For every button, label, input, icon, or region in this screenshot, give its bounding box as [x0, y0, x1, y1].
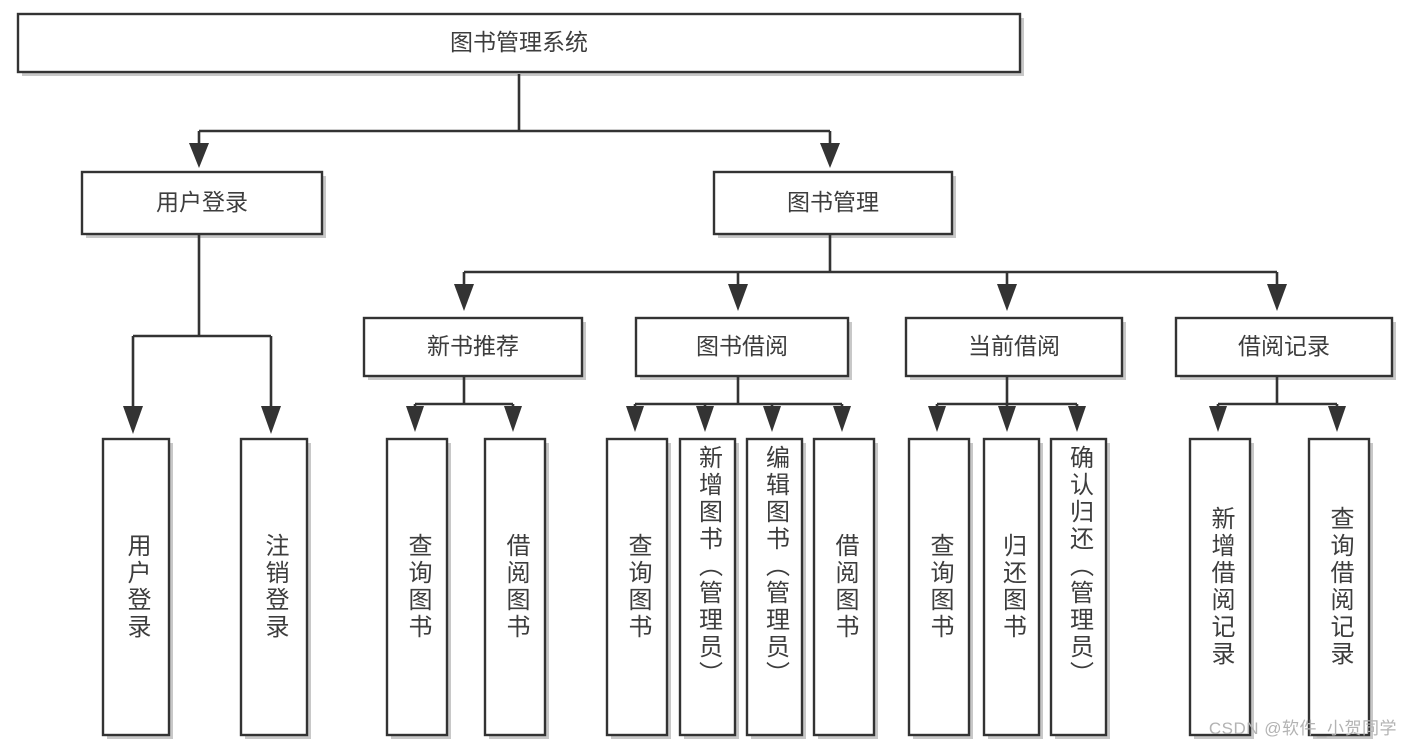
node-new-book-label: 新书推荐 [427, 333, 519, 359]
leaf-box-bb-query[interactable] [605, 437, 669, 737]
arrowhead-bookborrow-leaf-2 [696, 406, 714, 432]
arrowhead-to-user-login [189, 143, 209, 168]
node-book-borrow-box[interactable] [634, 316, 850, 378]
csdn-watermark: CSDN @软件_小贺同学 [1208, 719, 1397, 738]
arrowhead-to-book-mgmt [820, 143, 840, 168]
arrowhead-to-new-book [454, 284, 474, 311]
leaf-box-user-login[interactable] [101, 437, 171, 737]
node-book-mgmt-box[interactable] [712, 170, 954, 236]
leaf-box-nb-query[interactable] [385, 437, 449, 737]
leaf-box-nb-borrow[interactable] [483, 437, 547, 737]
arrowhead-to-leaf-user-login [123, 406, 143, 434]
node-layer [16, 12, 1394, 737]
node-book-mgmt-label: 图书管理 [787, 189, 879, 215]
node-new-book-box[interactable] [362, 316, 584, 378]
leaf-box-bb-borrow[interactable] [812, 437, 876, 737]
leaf-box-cb-query[interactable] [907, 437, 971, 737]
leaf-box-cb-confirm[interactable] [1049, 437, 1108, 737]
arrowhead-layer [123, 143, 1346, 434]
arrowhead-borrowrecord-leaf-2 [1328, 406, 1346, 432]
arrowhead-borrowrecord-leaf-1 [1209, 406, 1227, 432]
leaf-box-bb-edit[interactable] [745, 437, 804, 737]
arrowhead-to-borrow-record [1267, 284, 1287, 311]
arrowhead-to-current-borrow [997, 284, 1017, 311]
arrowhead-bookborrow-leaf-1 [626, 406, 644, 432]
arrowhead-newbook-leaf-1 [406, 406, 424, 432]
node-borrow-record-box[interactable] [1174, 316, 1394, 378]
arrowhead-to-leaf-logout [261, 406, 281, 434]
node-user-login-box[interactable] [80, 170, 324, 236]
node-current-borrow-label: 当前借阅 [968, 333, 1060, 359]
leaf-box-logout[interactable] [239, 437, 309, 737]
leaf-box-br-add[interactable] [1188, 437, 1252, 737]
node-book-borrow-label: 图书借阅 [696, 333, 788, 359]
node-borrow-record-label: 借阅记录 [1238, 333, 1330, 359]
arrowhead-currentborrow-leaf-3 [1068, 406, 1086, 432]
arrowhead-currentborrow-leaf-2 [998, 406, 1016, 432]
arrowhead-to-book-borrow [728, 284, 748, 311]
node-root-box[interactable] [16, 12, 1022, 74]
arrowhead-newbook-leaf-2 [504, 406, 522, 432]
node-user-login-label: 用户登录 [156, 189, 248, 215]
arrowhead-currentborrow-leaf-1 [928, 406, 946, 432]
node-root-label: 图书管理系统 [450, 29, 588, 55]
arrowhead-bookborrow-leaf-4 [833, 406, 851, 432]
arrowhead-bookborrow-leaf-3 [763, 406, 781, 432]
node-current-borrow-box[interactable] [904, 316, 1124, 378]
leaf-box-br-query[interactable] [1307, 437, 1371, 737]
horizontal-label-layer: 图书管理系统 用户登录 图书管理 新书推荐 图书借阅 当前借阅 借阅记录 [156, 29, 1330, 359]
leaf-box-cb-return[interactable] [982, 437, 1041, 737]
leaf-box-bb-add[interactable] [678, 437, 737, 737]
